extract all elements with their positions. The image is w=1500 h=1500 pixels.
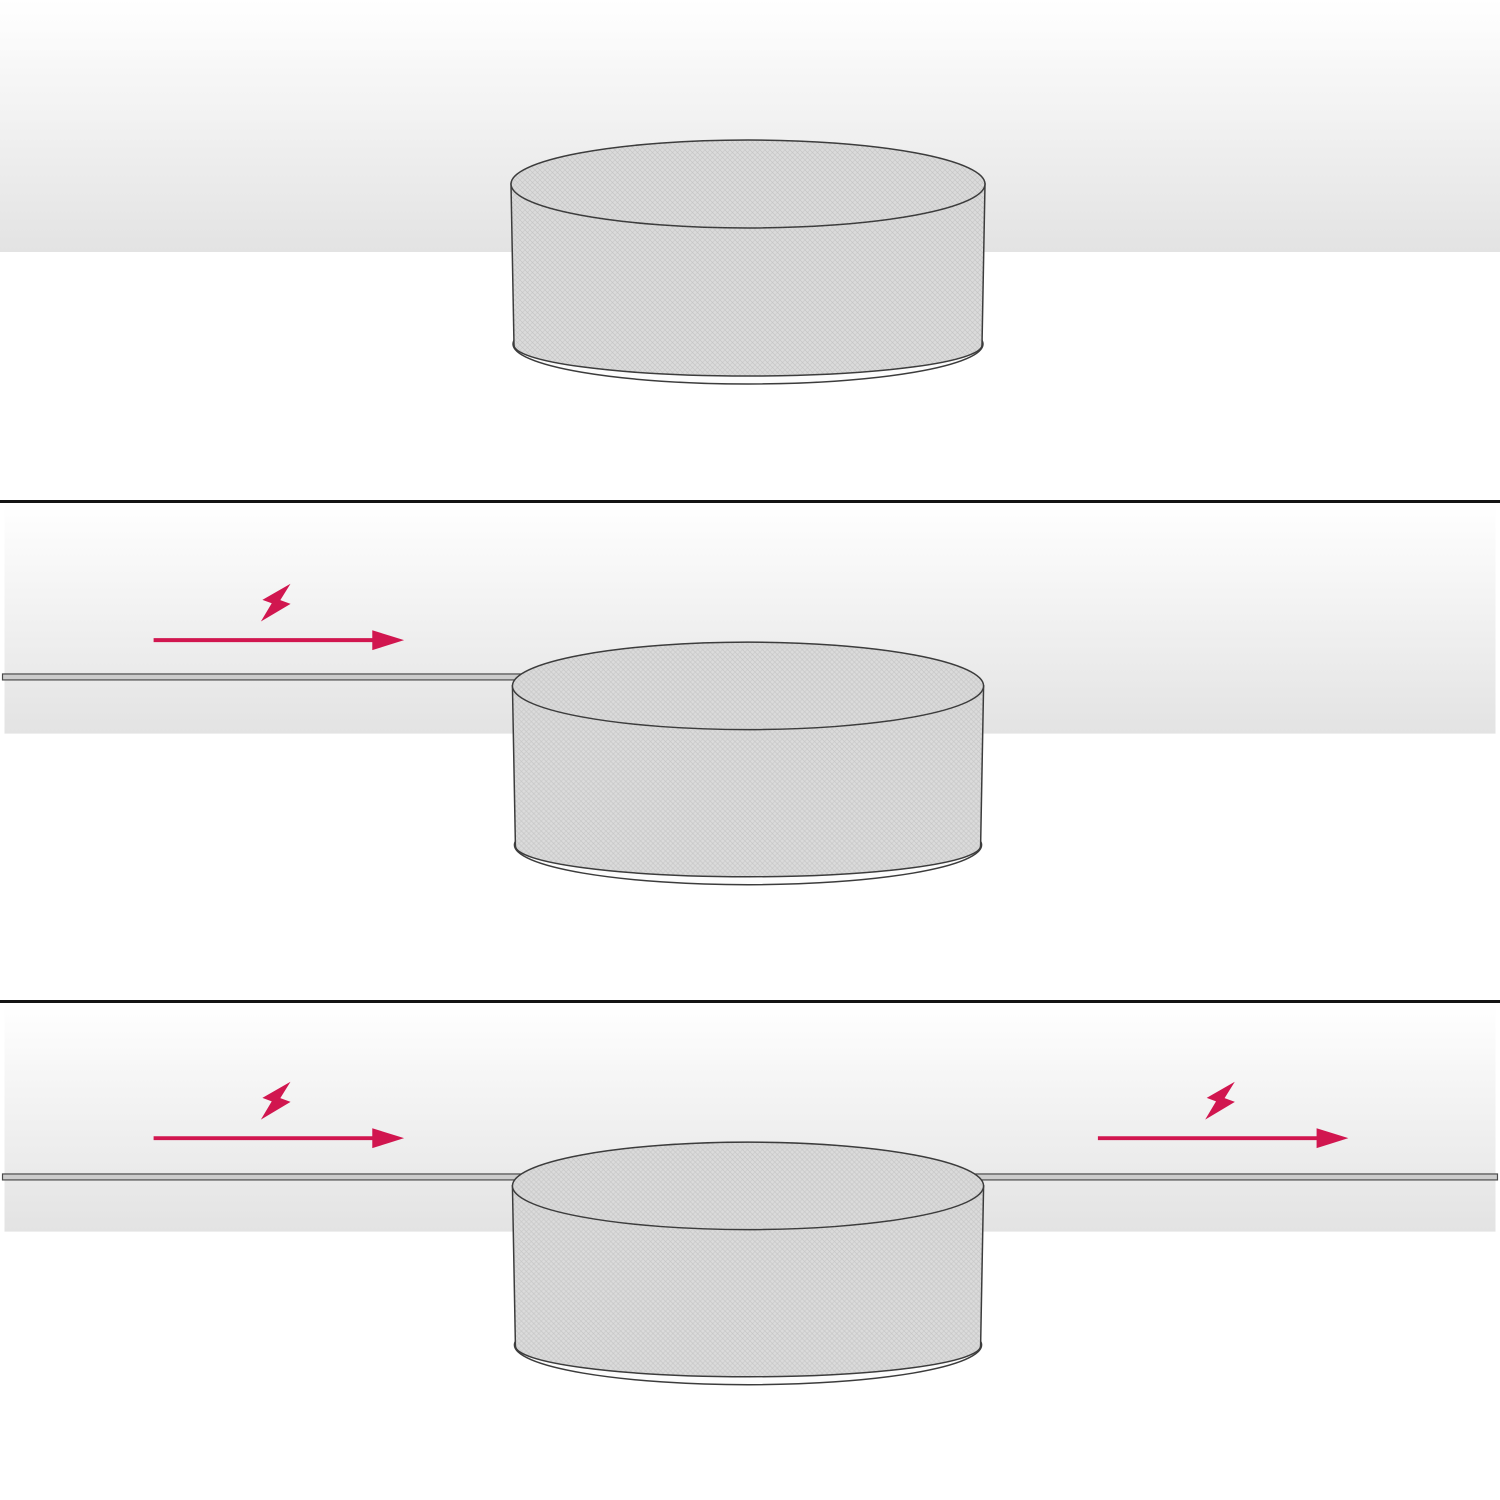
panel-3-cable-pass-through bbox=[0, 1000, 1500, 1500]
ceiling-lamp bbox=[511, 1141, 985, 1386]
panel-1-flush-lamp bbox=[0, 0, 1500, 500]
ceiling-lamp bbox=[511, 641, 985, 886]
panel-2-cable-from-left bbox=[0, 500, 1500, 1000]
panel-3-drawing bbox=[1, 1003, 1499, 1386]
panel-1-drawing bbox=[0, 0, 1500, 385]
panel-2-drawing bbox=[1, 503, 1496, 886]
ceiling-lamp bbox=[510, 139, 986, 385]
